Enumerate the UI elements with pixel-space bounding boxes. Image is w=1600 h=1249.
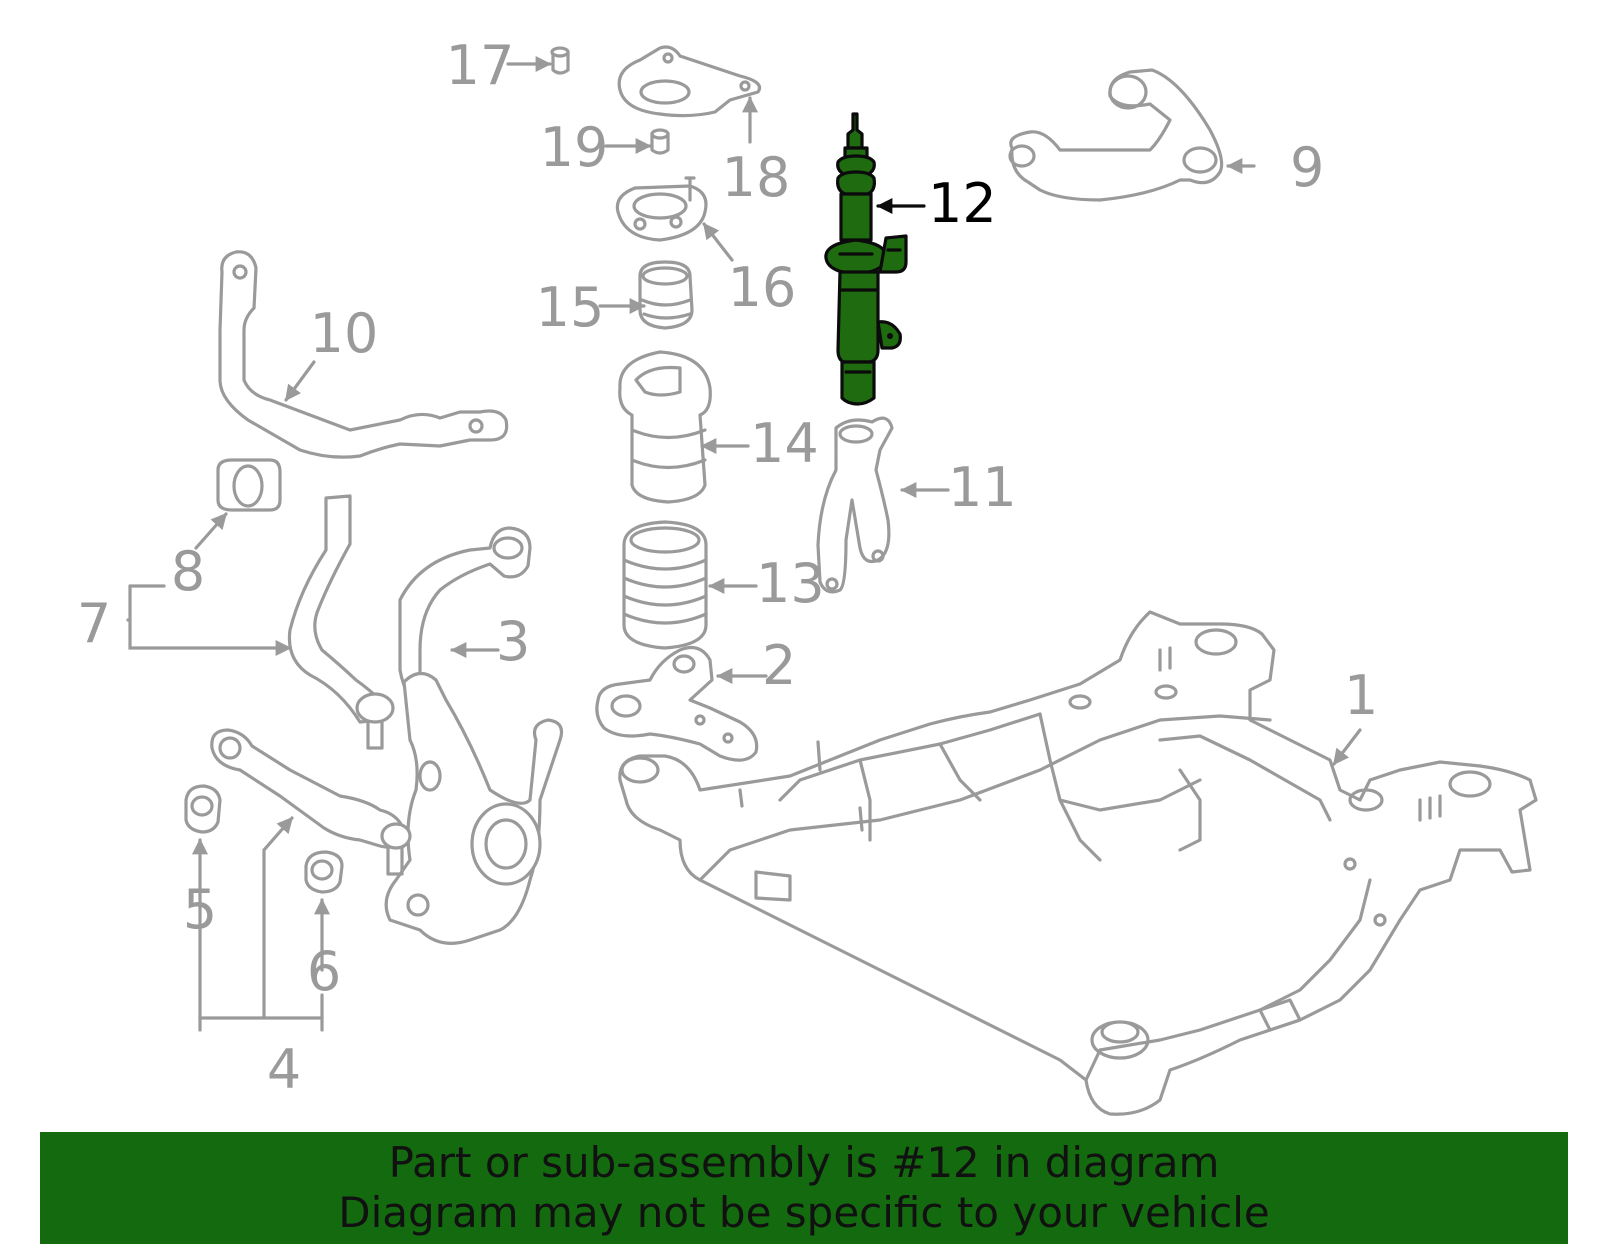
callout-15[interactable]: 15 xyxy=(536,276,605,339)
banner-line-2: Diagram may not be specific to your vehi… xyxy=(338,1188,1270,1237)
callout-9[interactable]: 9 xyxy=(1290,136,1324,199)
part-10-stabilizer-bar xyxy=(218,250,509,459)
part-18-mount-plate xyxy=(617,45,762,118)
callout-2[interactable]: 2 xyxy=(762,634,796,697)
steering-knuckle xyxy=(384,671,564,945)
callout-4[interactable]: 4 xyxy=(267,1038,301,1101)
leader-lines xyxy=(126,56,1362,1032)
part-11-knuckle-arm xyxy=(816,416,894,594)
part-14-dust-boot xyxy=(618,350,712,504)
callout-16[interactable]: 16 xyxy=(728,256,797,319)
leader-10 xyxy=(284,360,316,402)
part-12-strut-assembly xyxy=(824,112,908,406)
part-1-subframe xyxy=(618,610,1538,1116)
part-13-bellows xyxy=(622,520,708,650)
part-19-cap xyxy=(650,128,670,155)
part-2-bracket xyxy=(595,646,759,762)
callout-5[interactable]: 5 xyxy=(183,878,217,941)
leader-1 xyxy=(1332,728,1362,766)
callout-6[interactable]: 6 xyxy=(307,940,341,1003)
info-banner: Part or sub-assembly is #12 in diagram D… xyxy=(40,1132,1568,1244)
leader-7 xyxy=(126,584,290,648)
callout-18[interactable]: 18 xyxy=(722,146,791,209)
part-5-bushing xyxy=(184,784,222,834)
callout-17[interactable]: 17 xyxy=(446,34,515,97)
part-6-bushing xyxy=(304,850,344,894)
callout-19[interactable]: 19 xyxy=(540,116,609,179)
part-7-lower-link xyxy=(287,494,395,750)
callout-13[interactable]: 13 xyxy=(756,552,825,615)
part-15-bump-stop xyxy=(638,260,694,330)
banner-line-1: Part or sub-assembly is #12 in diagram xyxy=(388,1138,1220,1187)
part-9-upper-control-arm xyxy=(1008,68,1224,202)
leader-8 xyxy=(194,512,228,550)
part-16-strut-mount xyxy=(615,176,708,242)
callout-14[interactable]: 14 xyxy=(750,412,819,475)
callout-11[interactable]: 11 xyxy=(948,456,1017,519)
callout-10[interactable]: 10 xyxy=(310,302,379,365)
part-4-lateral-link xyxy=(210,728,412,876)
callout-7[interactable]: 7 xyxy=(77,592,111,655)
part-8-bushing xyxy=(216,458,282,512)
callout-3[interactable]: 3 xyxy=(496,610,530,673)
leader-16 xyxy=(702,222,734,262)
leader-4 xyxy=(198,818,324,1032)
callout-12[interactable]: 12 xyxy=(928,172,997,235)
part-17-cap xyxy=(550,46,570,75)
callout-labels: 1 2 3 4 5 6 7 8 9 10 11 12 13 14 15 16 1… xyxy=(77,34,1379,1101)
callout-8[interactable]: 8 xyxy=(171,540,205,603)
callout-1[interactable]: 1 xyxy=(1344,664,1378,727)
